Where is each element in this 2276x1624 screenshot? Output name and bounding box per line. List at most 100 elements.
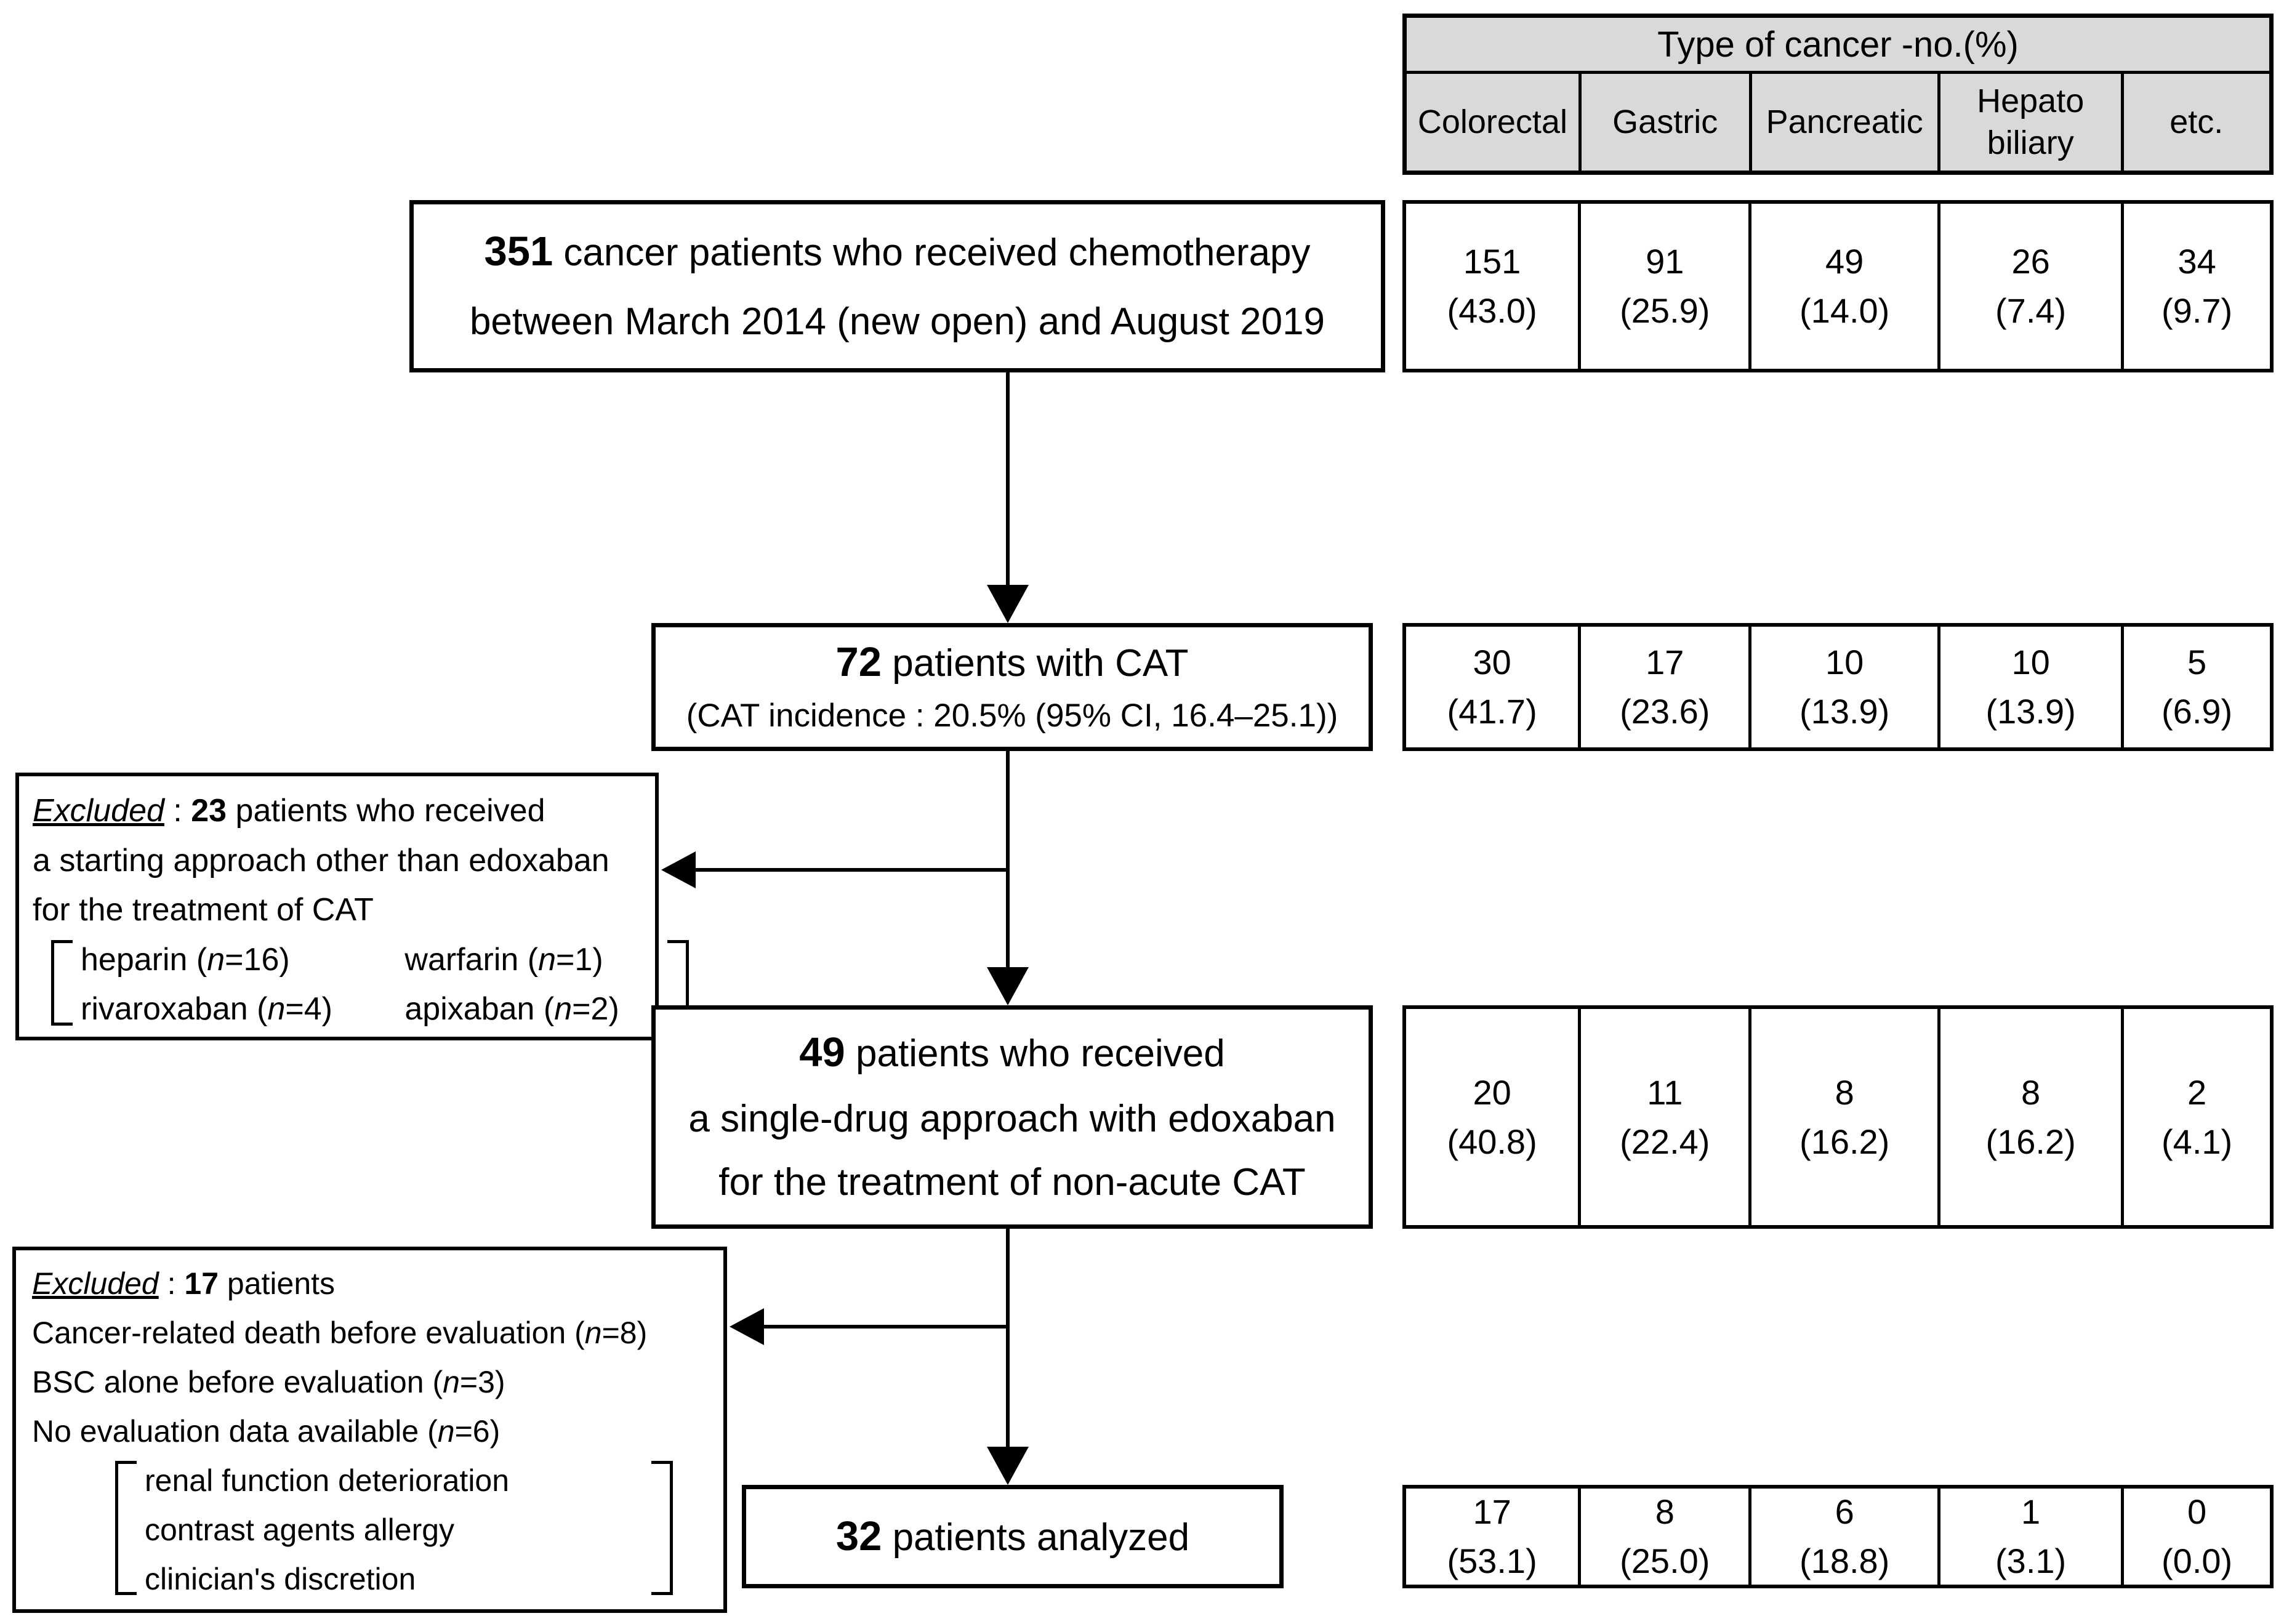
excluded-text: patients: [219, 1266, 336, 1301]
table-cell: 6 (18.8): [1748, 1489, 1937, 1585]
table-column-header-row: Colorectal Gastric Pancreatic Hepato bil…: [1407, 74, 2269, 171]
excluded-17-box: Excluded : 17 patients Cancer-related de…: [12, 1247, 727, 1613]
excluded-23-box: Excluded : 23 patients who received a st…: [15, 773, 689, 1040]
drug-item: apixaban (n=2): [404, 991, 619, 1027]
cell-percent: (18.8): [1799, 1542, 1890, 1580]
box-49-edoxaban-patients: 49 patients who received a single-drug a…: [651, 1005, 1373, 1229]
cell-percent: (23.6): [1620, 692, 1710, 731]
table-cell: 34 (9.7): [2121, 204, 2270, 369]
cell-value: 5: [2187, 643, 2207, 682]
box-line: for the treatment of non-acute CAT: [718, 1161, 1306, 1204]
arrow-to-excluded1-head: [661, 851, 696, 888]
drug-row: heparin (n=16) warfarin (n=1): [81, 935, 659, 985]
cell-percent: (13.9): [1985, 692, 2076, 731]
cell-percent: (22.4): [1620, 1122, 1710, 1161]
box-line: 49 patients who received: [799, 1029, 1224, 1077]
cell-value: 1: [2021, 1492, 2041, 1532]
sub-reason: clinician's discretion: [145, 1562, 416, 1596]
cell-percent: (16.2): [1799, 1122, 1890, 1161]
table-title: Type of cancer -no.(%): [1407, 18, 2269, 74]
cell-value: 26: [2011, 242, 2050, 281]
cell-percent: (9.7): [2161, 291, 2233, 330]
cell-value: 10: [2011, 643, 2050, 682]
drug-item: heparin (n=16): [81, 941, 290, 978]
cell-value: 151: [1463, 242, 1521, 281]
sub-reason: contrast agents allergy: [145, 1513, 455, 1547]
drug-item: warfarin (n=1): [404, 941, 603, 978]
excluded-header: Excluded : 23 patients who received: [33, 786, 645, 836]
cell-value: 8: [1835, 1072, 1854, 1112]
separator: :: [164, 793, 191, 829]
drug-row: rivaroxaban (n=4) apixaban (n=2): [81, 984, 659, 1034]
cell-percent: (6.9): [2161, 692, 2233, 731]
box-text: cancer patients who received chemotherap…: [553, 231, 1311, 275]
table-cell: 2 (4.1): [2121, 1009, 2270, 1225]
arrow-box2-to-box3-head: [987, 967, 1029, 1005]
cell-percent: (25.0): [1620, 1542, 1710, 1580]
arrow-box1-to-box2-line: [1006, 372, 1010, 586]
table-cell: 26 (7.4): [1937, 204, 2121, 369]
cell-value: 30: [1473, 643, 1511, 682]
sub-reason-bracket-block: renal function deterioration contrast ag…: [115, 1456, 673, 1604]
table-cell: 8 (16.2): [1937, 1009, 2121, 1225]
arrow-to-excluded2-head: [730, 1308, 764, 1345]
excluded-count: 17: [184, 1266, 219, 1301]
table-cell: 8 (16.2): [1748, 1009, 1937, 1225]
box-text: patients with CAT: [882, 641, 1189, 685]
table-row-edoxaban: 20 (40.8) 11 (22.4) 8 (16.2) 8 (16.2) 2 …: [1402, 1005, 2274, 1229]
patient-count: 351: [484, 228, 553, 275]
excluded-text: patients who received: [227, 793, 545, 829]
patient-count: 49: [799, 1029, 845, 1076]
left-bracket: [51, 939, 73, 1026]
excluded-line: a starting approach other than edoxaban: [33, 842, 609, 878]
column-header-gastric: Gastric: [1578, 74, 1749, 171]
cell-value: 17: [1473, 1492, 1511, 1532]
cell-value: 34: [2177, 242, 2216, 281]
sub-reason: renal function deterioration: [145, 1463, 510, 1498]
box-line: 32 patients analyzed: [836, 1513, 1189, 1561]
separator: :: [158, 1266, 185, 1301]
cell-percent: (16.2): [1985, 1122, 2076, 1161]
exclusion-reason: No evaluation data available (n=6): [32, 1414, 501, 1449]
cell-value: 10: [1825, 643, 1864, 682]
table-cell: 17 (53.1): [1406, 1489, 1578, 1585]
cell-value: 6: [1835, 1492, 1854, 1532]
exclusion-reason: Cancer-related death before evaluation (…: [32, 1316, 648, 1350]
box-line: 72 patients with CAT: [836, 639, 1189, 686]
arrow-box1-to-box2-head: [987, 585, 1029, 623]
table-cell: 1 (3.1): [1937, 1489, 2121, 1585]
cell-percent: (43.0): [1447, 291, 1537, 330]
table-row-cat: 30 (41.7) 17 (23.6) 10 (13.9) 10 (13.9) …: [1402, 623, 2274, 751]
cell-value: 2: [2187, 1072, 2207, 1112]
cell-value: 91: [1646, 242, 1684, 281]
cell-percent: (4.1): [2161, 1122, 2233, 1161]
arrow-to-excluded2-line: [762, 1325, 1008, 1329]
table-cell: 11 (22.4): [1578, 1009, 1748, 1225]
table-cell: 20 (40.8): [1406, 1009, 1578, 1225]
cell-percent: (53.1): [1447, 1542, 1537, 1580]
table-cell: 0 (0.0): [2121, 1489, 2270, 1585]
excluded-count: 23: [191, 793, 227, 829]
cat-incidence-note: (CAT incidence : 20.5% (95% CI, 16.4–25.…: [686, 697, 1338, 734]
cancer-type-table-header: Type of cancer -no.(%) Colorectal Gastri…: [1402, 14, 2274, 175]
box-72-patients-with-cat: 72 patients with CAT (CAT incidence : 20…: [651, 623, 1373, 751]
cell-percent: (41.7): [1447, 692, 1537, 731]
column-header-pancreatic: Pancreatic: [1748, 74, 1937, 171]
table-cell: 17 (23.6): [1578, 627, 1748, 747]
cell-percent: (14.0): [1799, 291, 1890, 330]
box-text: patients analyzed: [882, 1516, 1190, 1559]
exclusion-reason: BSC alone before evaluation (n=3): [32, 1365, 505, 1399]
left-bracket: [115, 1461, 137, 1595]
arrow-to-excluded1-line: [693, 868, 1008, 872]
cell-value: 0: [2187, 1492, 2207, 1532]
right-bracket: [651, 1461, 673, 1595]
arrow-box3-to-box4-line: [1006, 1229, 1010, 1448]
cell-percent: (3.1): [1995, 1542, 2067, 1580]
column-header-hepatobiliary: Hepato biliary: [1937, 74, 2121, 171]
patient-count: 72: [835, 638, 882, 685]
box-line: between March 2014 (new open) and August…: [469, 300, 1325, 344]
cell-value: 11: [1647, 1072, 1683, 1112]
table-row-chemotherapy: 151 (43.0) 91 (25.9) 49 (14.0) 26 (7.4) …: [1402, 200, 2274, 372]
excluded-label: Excluded: [32, 1266, 159, 1301]
table-cell: 49 (14.0): [1748, 204, 1937, 369]
